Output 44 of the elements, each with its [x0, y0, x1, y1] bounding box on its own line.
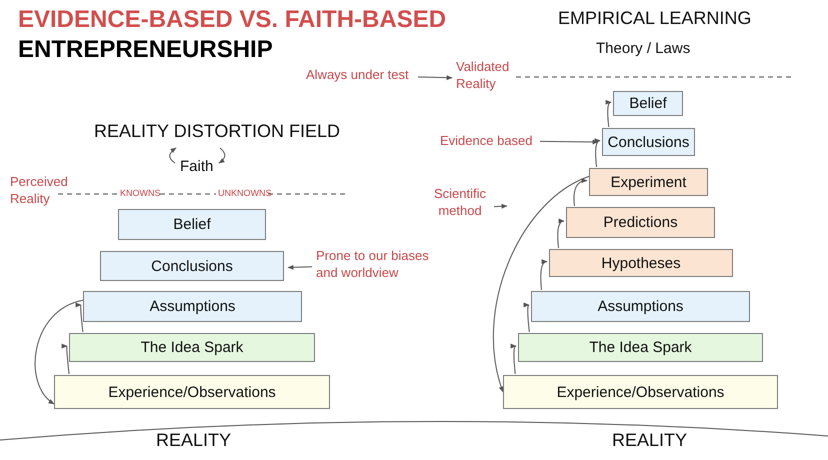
feedback-arrow: [34, 300, 84, 404]
arrow: [494, 204, 508, 209]
label-text: Perceived Reality: [10, 173, 69, 207]
step-box: The Idea Spark: [518, 333, 763, 362]
annotation-text: Prone to our biases and worldview: [316, 247, 436, 283]
ground-label: REALITY: [156, 430, 232, 451]
arrow: [418, 75, 453, 80]
label-text: KNOWNS: [120, 188, 160, 198]
ground-label: REALITY: [612, 430, 688, 451]
label-text: UNKNOWNS: [218, 188, 272, 198]
annotation-text: Always under test: [306, 66, 414, 83]
step-box: Predictions: [566, 207, 715, 238]
step-box: Hypotheses: [549, 249, 733, 277]
subheading: Theory / Laws: [596, 40, 690, 57]
arrow: [540, 140, 599, 144]
arrow: [62, 346, 70, 374]
feedback-arrow: [493, 176, 590, 393]
step-box: Belief: [118, 209, 266, 240]
step-box: Assumptions: [531, 291, 750, 322]
step-box: Conclusions: [602, 128, 695, 156]
annotation-text: Evidence based: [440, 132, 536, 149]
heading: REALITY DISTORTION FIELD: [94, 121, 340, 142]
arrow: [594, 139, 601, 168]
heading: EMPIRICAL LEARNING: [558, 8, 752, 29]
annotation-text: Validated Reality: [456, 58, 516, 94]
step-box: The Idea Spark: [69, 333, 315, 362]
step-box: Conclusions: [100, 251, 284, 281]
annotation-text: Scientific method: [430, 185, 490, 221]
arrow: [287, 264, 312, 270]
arrow: [573, 178, 588, 206]
arrow: [523, 304, 530, 332]
arrow: [605, 101, 612, 128]
arrow: [510, 346, 517, 374]
step-box: Assumptions: [83, 291, 302, 322]
arrow: [76, 304, 84, 332]
arrow: [540, 260, 548, 290]
step-box: Experience/Observations: [503, 375, 778, 409]
label-text: Faith: [180, 158, 214, 175]
step-box: Experience/Observations: [54, 375, 330, 409]
title: EVIDENCE-BASED VS. FAITH-BASED: [18, 6, 446, 34]
step-box: Experiment: [589, 168, 708, 196]
arrow: [557, 219, 565, 248]
heading: ENTREPRENEURSHIP: [18, 36, 273, 64]
step-box: Belief: [613, 91, 683, 116]
